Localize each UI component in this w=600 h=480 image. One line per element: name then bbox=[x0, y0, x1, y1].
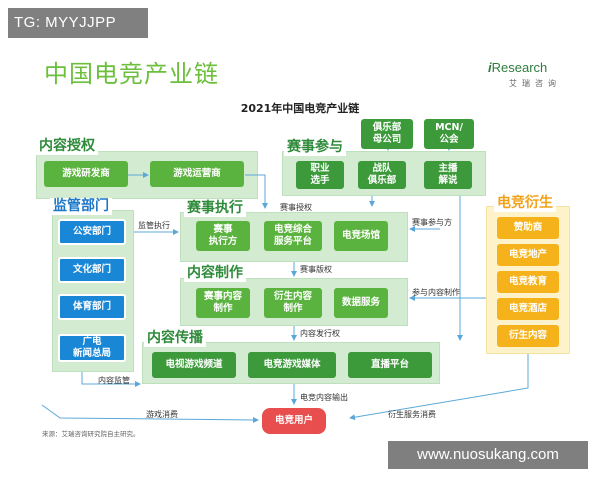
source-note: 来源：艾瑞咨询研究院自主研究。 bbox=[42, 430, 140, 438]
label-event-part: 赛事参与方 bbox=[412, 218, 452, 227]
section-label-regulator: 监管部门 bbox=[50, 198, 112, 215]
node-hotel: 电竞酒店 bbox=[497, 298, 559, 320]
node-pro-player: 职业 选手 bbox=[296, 161, 344, 189]
logo-text: Research bbox=[491, 60, 548, 75]
node-police: 公安部门 bbox=[58, 219, 126, 245]
diagram-title: 2021年中国电竞产业链 bbox=[240, 102, 360, 115]
node-real-estate: 电竞地产 bbox=[497, 244, 559, 266]
label-game-consume: 游戏消费 bbox=[146, 410, 178, 419]
section-label-content-auth: 内容授权 bbox=[36, 138, 98, 155]
watermark-bottom: www.nuosukang.com bbox=[388, 441, 588, 469]
node-venue: 电竞场馆 bbox=[334, 221, 388, 251]
label-part-content: 参与内容制作 bbox=[412, 288, 460, 297]
label-content-supervise: 内容监管 bbox=[98, 376, 130, 385]
label-content-output: 电竞内容输出 bbox=[300, 393, 348, 402]
node-club-parent: 俱乐部 母公司 bbox=[361, 119, 413, 149]
label-content-dist-rights: 内容发行权 bbox=[300, 329, 340, 338]
node-derivative-content: 衍生内容 bbox=[497, 325, 559, 347]
node-game-dev: 游戏研发商 bbox=[44, 161, 128, 187]
node-exec-party: 赛事 执行方 bbox=[196, 221, 250, 251]
section-label-derivative: 电竞衍生 bbox=[494, 195, 556, 212]
node-sports: 体育部门 bbox=[58, 294, 126, 320]
node-media: 电竞游戏媒体 bbox=[248, 352, 336, 378]
logo-subtitle: 艾瑞咨询 bbox=[509, 79, 561, 88]
node-mcn: MCN/ 公会 bbox=[424, 119, 474, 149]
label-supervise-exec: 监管执行 bbox=[138, 221, 170, 230]
node-integrated-platform: 电竞综合 服务平台 bbox=[264, 221, 322, 251]
node-culture: 文化部门 bbox=[58, 257, 126, 283]
label-derivative-consume: 衍生服务消费 bbox=[388, 410, 436, 419]
label-event-rights: 赛事版权 bbox=[300, 265, 332, 274]
node-tv-channel: 电视游戏频道 bbox=[152, 352, 236, 378]
node-anchor: 主播 解说 bbox=[424, 161, 472, 189]
section-label-content-prod: 内容制作 bbox=[184, 265, 246, 282]
section-label-event-exec: 赛事执行 bbox=[184, 200, 246, 217]
node-event-content: 赛事内容 制作 bbox=[196, 288, 250, 318]
node-sponsor: 赞助商 bbox=[497, 217, 559, 239]
node-radio: 广电 新闻总局 bbox=[58, 334, 126, 362]
node-education: 电竞教育 bbox=[497, 271, 559, 293]
logo: iResearch bbox=[488, 60, 547, 75]
node-derived-content: 衍生内容 制作 bbox=[264, 288, 322, 318]
node-live-platform: 直播平台 bbox=[348, 352, 432, 378]
node-data-service: 数据服务 bbox=[334, 288, 388, 318]
label-event-auth: 赛事授权 bbox=[280, 203, 312, 212]
watermark-top: TG: MYYJJPP bbox=[8, 8, 148, 38]
section-label-content-dist: 内容传播 bbox=[144, 330, 206, 347]
node-team-club: 战队 俱乐部 bbox=[358, 161, 406, 189]
page-title: 中国电竞产业链 bbox=[44, 60, 219, 88]
logo-i: i bbox=[488, 60, 492, 75]
node-users: 电竞用户 bbox=[262, 408, 326, 434]
section-label-event-part: 赛事参与 bbox=[284, 139, 346, 156]
node-game-op: 游戏运营商 bbox=[150, 161, 244, 187]
